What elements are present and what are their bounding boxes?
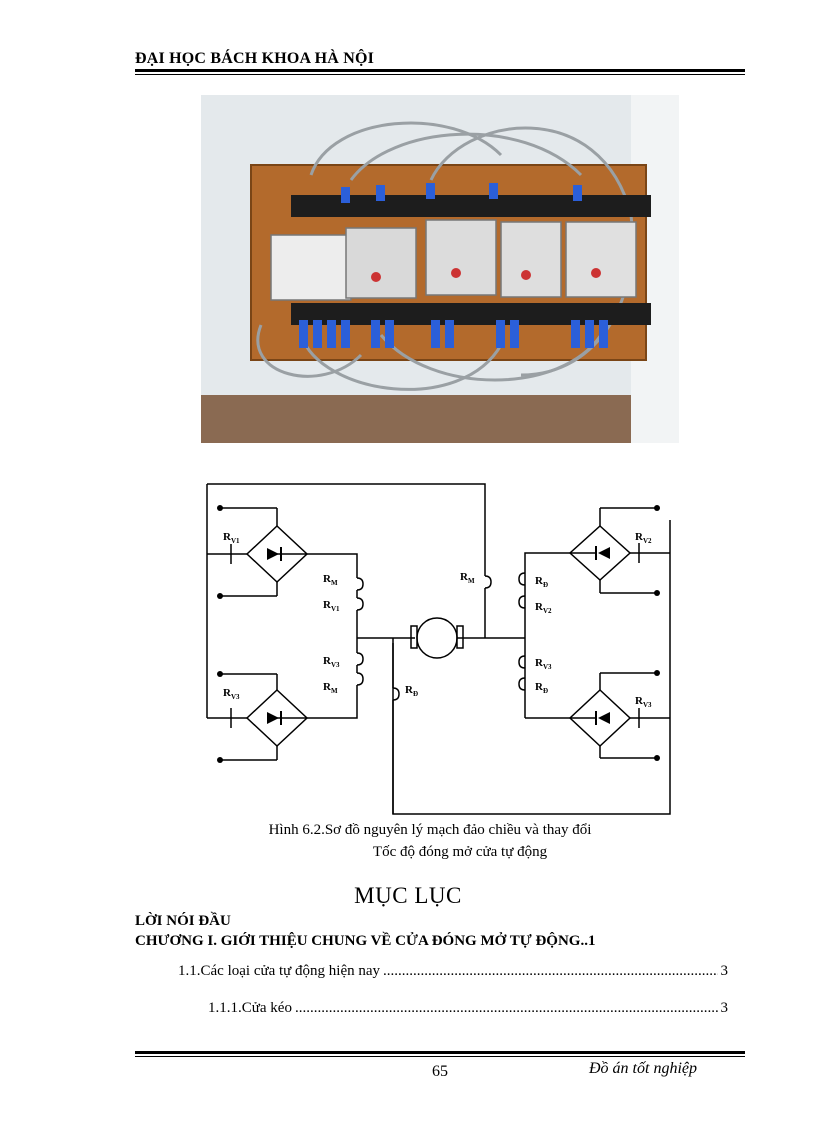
- label-rm-top-center: R: [460, 571, 469, 583]
- label-rd-right-2: R: [535, 681, 544, 693]
- label-rv1: R: [223, 531, 232, 543]
- label-rv1-left-2: R: [323, 599, 332, 611]
- figure-caption-line2: Tốc độ đóng mở cửa tự động: [372, 844, 548, 860]
- label-rv2-right-2: R: [535, 601, 544, 613]
- header-rule: [135, 69, 745, 72]
- label-rm-left-2: R: [323, 681, 332, 693]
- footer-rule-thin: [135, 1056, 745, 1057]
- toc-entry-1-1-1: 1.1.1.Cửa kéo3: [208, 1000, 728, 1017]
- svg-text:RĐ: RĐ: [405, 684, 418, 698]
- svg-text:RĐ: RĐ: [535, 681, 548, 695]
- svg-text:RV3: RV3: [323, 655, 340, 669]
- label-rv3-left-2: R: [323, 655, 332, 667]
- circuit-schematic: RV1 RV3 RV2 RV3 RM RV1 RV3 RM RM RĐ RĐ R…: [206, 483, 671, 815]
- svg-text:RV3: RV3: [635, 695, 652, 709]
- label-rd-right-1: R: [535, 575, 544, 587]
- svg-text:RV3: RV3: [223, 687, 240, 701]
- label-rd-center: R: [405, 684, 414, 696]
- label-rv3-left: R: [223, 687, 232, 699]
- label-rv2: R: [635, 531, 644, 543]
- svg-text:RV3: RV3: [535, 657, 552, 671]
- footer-document-type: Đồ án tốt nghiệp: [589, 1060, 697, 1077]
- toc-entry-1-1: 1.1.Các loại cửa tự động hiện nay3: [178, 963, 728, 980]
- svg-text:RV2: RV2: [535, 601, 552, 615]
- page-number: 65: [432, 1063, 448, 1080]
- figure-caption-line1: Hình 6.2.Sơ đồ nguyên lý mạch đảo chiều …: [268, 822, 592, 838]
- header-title: ĐẠI HỌC BÁCH KHOA HÀ NỘI: [135, 50, 375, 67]
- svg-text:RV2: RV2: [635, 531, 652, 545]
- label-rv3-right: R: [635, 695, 644, 707]
- svg-text:RV1: RV1: [223, 531, 240, 545]
- label-rv3-right-2: R: [535, 657, 544, 669]
- header-rule-thin: [135, 74, 745, 75]
- footer-rule: [135, 1051, 745, 1054]
- relay-board-photo: [201, 95, 679, 443]
- svg-text:RM: RM: [323, 573, 338, 587]
- toc-heading: MỤC LỤC: [354, 883, 462, 908]
- svg-text:RM: RM: [460, 571, 475, 585]
- toc-entry-chapter-1: CHƯƠNG I. GIỚI THIỆU CHUNG VỀ CỬA ĐÓNG M…: [135, 933, 596, 949]
- svg-text:RM: RM: [323, 681, 338, 695]
- label-rm-left-1: R: [323, 573, 332, 585]
- svg-text:RĐ: RĐ: [535, 575, 548, 589]
- toc-entry-preface: LỜI NÓI ĐẦU: [135, 913, 231, 929]
- svg-text:RV1: RV1: [323, 599, 340, 613]
